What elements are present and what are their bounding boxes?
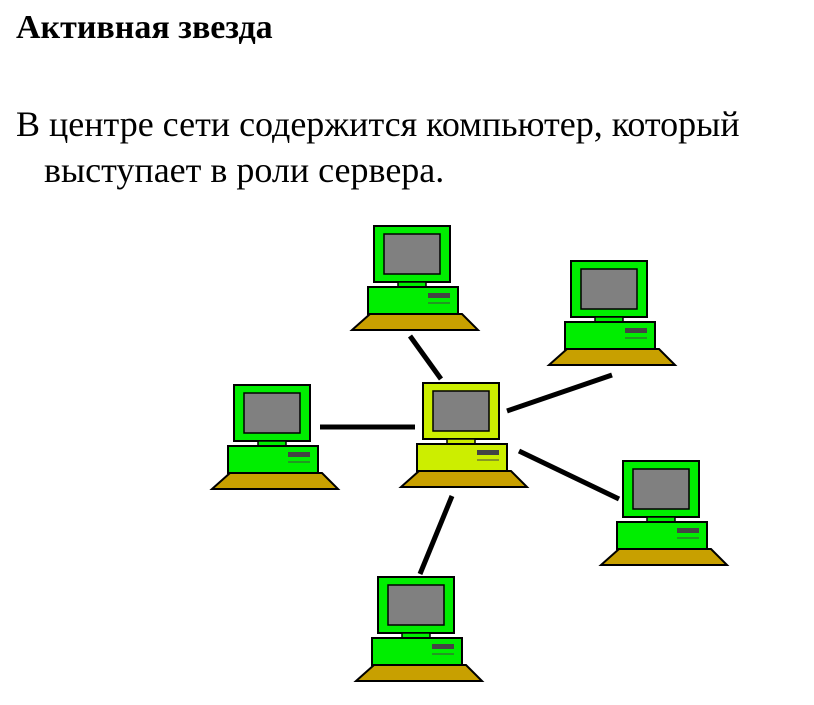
keyboard-icon	[546, 348, 678, 366]
keyboard-icon	[209, 472, 341, 490]
network-computers	[209, 225, 730, 682]
workstation-computer-left	[209, 384, 341, 490]
cable-server-to-top-right	[506, 372, 613, 414]
keyboard-icon	[353, 664, 485, 682]
screen	[387, 584, 445, 626]
system-unit	[564, 321, 656, 350]
network-cables	[320, 334, 621, 575]
drive-slot	[288, 452, 310, 457]
cable-server-to-bottom	[417, 495, 455, 575]
slide-body-text: В центре сети содержится компьютер, кото…	[16, 104, 740, 190]
cable-server-to-top	[407, 334, 444, 381]
workstation-computer-right	[598, 460, 730, 566]
drive-slot	[428, 293, 450, 298]
slide-title: Активная звезда	[16, 9, 273, 46]
screen	[632, 468, 690, 510]
screen	[580, 268, 638, 310]
keyboard-icon	[398, 470, 530, 488]
server-computer	[398, 382, 530, 488]
screen	[432, 390, 490, 432]
cable-server-to-right	[517, 448, 621, 502]
system-unit	[367, 286, 459, 315]
keyboard-icon	[349, 313, 481, 331]
keyboard-icon	[598, 548, 730, 566]
screen	[383, 233, 441, 275]
system-unit	[227, 445, 319, 474]
workstation-computer-bottom	[353, 576, 485, 682]
system-unit	[416, 443, 508, 472]
drive-slot	[477, 450, 499, 455]
workstation-computer-top-right	[546, 260, 678, 366]
drive-slot	[432, 644, 454, 649]
system-unit	[371, 637, 463, 666]
workstation-computer-top	[349, 225, 481, 331]
drive-slot	[677, 528, 699, 533]
system-unit	[616, 521, 708, 550]
drive-slot	[625, 328, 647, 333]
screen	[243, 392, 301, 434]
